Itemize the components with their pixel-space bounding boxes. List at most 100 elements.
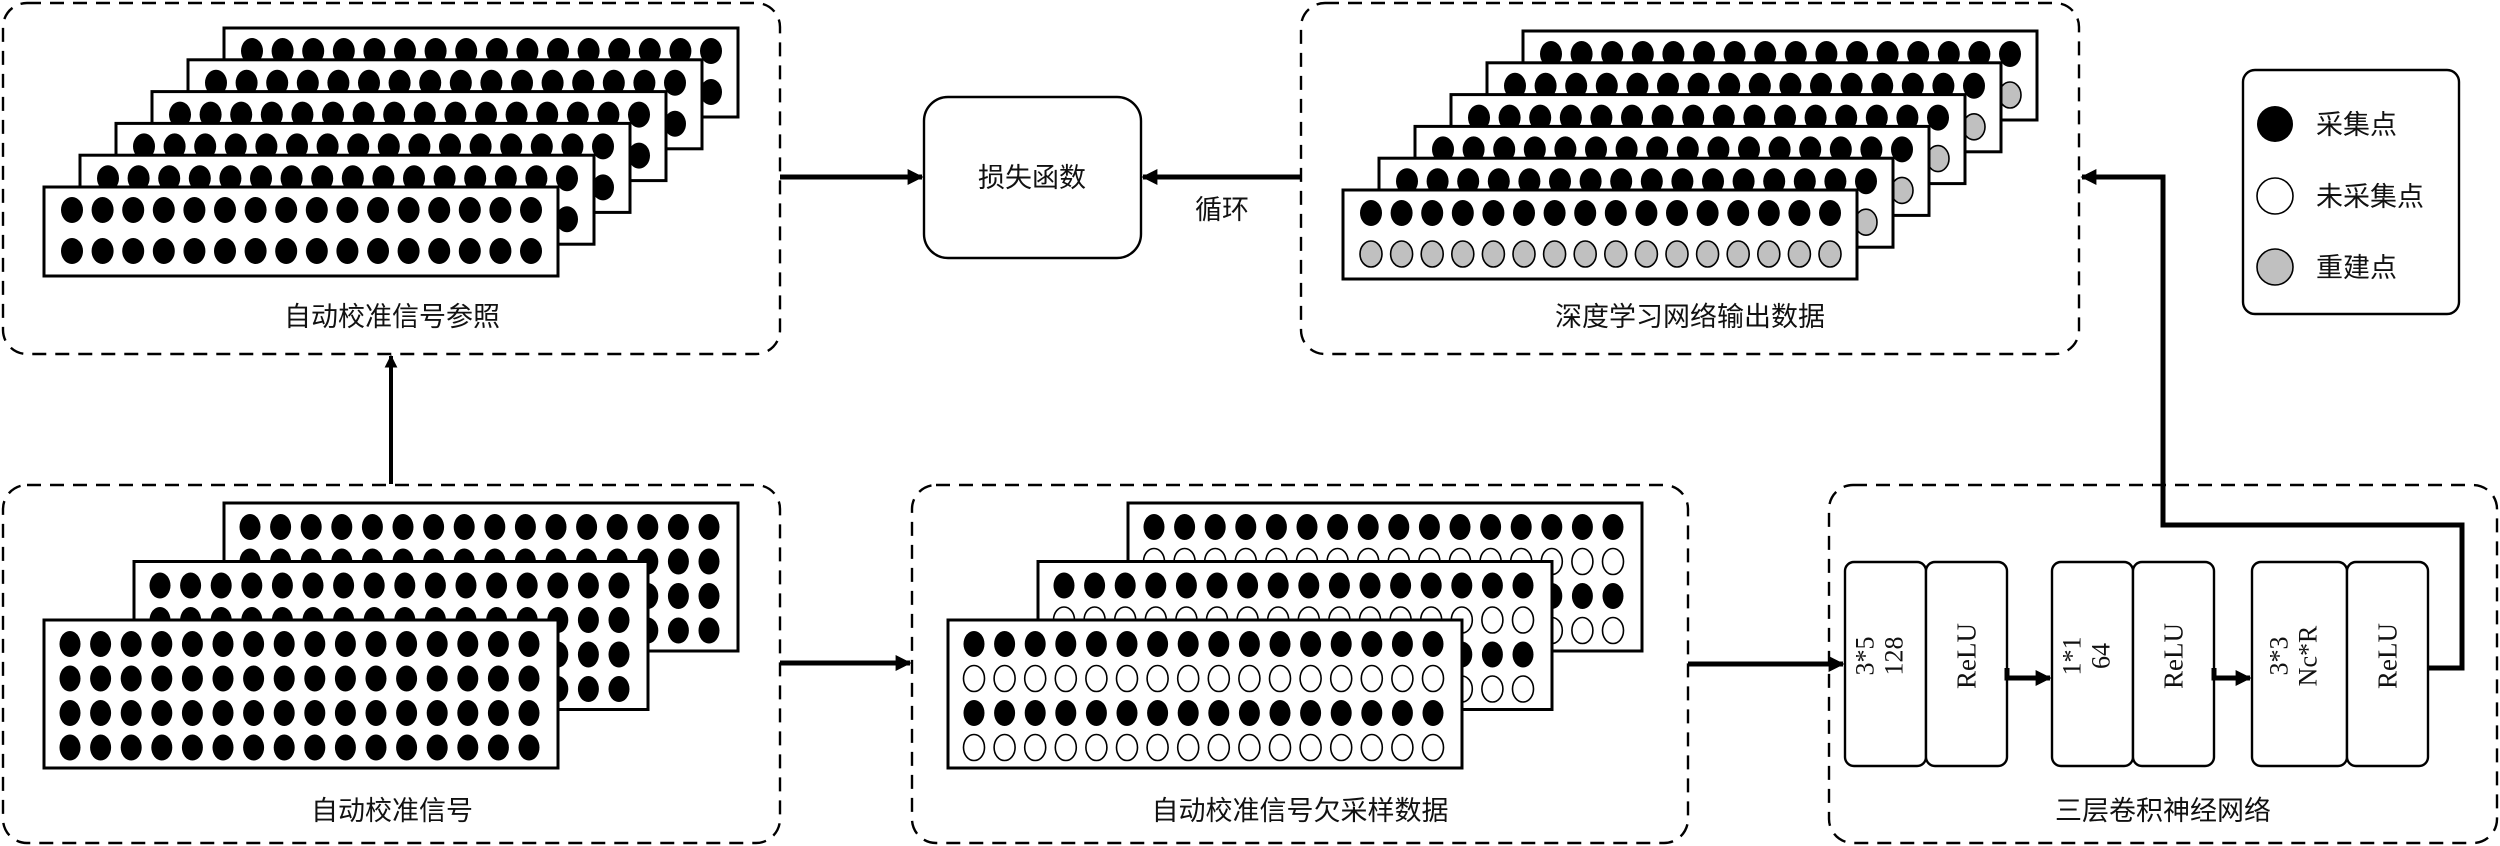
sample-point-collected bbox=[1296, 514, 1318, 540]
sample-point-collected bbox=[1084, 572, 1106, 599]
sample-point-uncollected bbox=[1115, 664, 1139, 693]
relu-block[interactable] bbox=[1924, 560, 2009, 768]
sample-point-collected bbox=[90, 665, 112, 692]
sample-point-collected bbox=[516, 572, 538, 599]
sample-point-uncollected bbox=[1571, 616, 1594, 645]
sample-point-collected bbox=[127, 165, 150, 192]
sample-point-collected bbox=[1590, 104, 1613, 131]
sample-point-reconstructed bbox=[1695, 240, 1720, 268]
sample-point-collected bbox=[1738, 136, 1760, 163]
sample-point-collected bbox=[300, 514, 322, 540]
sample-point-collected bbox=[1361, 700, 1383, 726]
sample-point-collected bbox=[577, 572, 599, 599]
sample-point-collected bbox=[408, 133, 431, 160]
sample-point-collected bbox=[1177, 700, 1199, 726]
sample-point-collected bbox=[214, 197, 236, 223]
sample-point-reconstructed bbox=[1389, 240, 1414, 268]
sample-point-collected bbox=[183, 197, 206, 223]
sample-point-collected bbox=[363, 38, 386, 64]
relu-block[interactable] bbox=[2131, 560, 2216, 768]
sample-point-collected bbox=[1815, 41, 1838, 67]
sample-point-collected bbox=[1748, 72, 1771, 99]
label-cnn: 三层卷积神经网络 bbox=[2055, 796, 2271, 827]
sample-point-uncollected bbox=[1601, 616, 1625, 645]
sample-point-collected bbox=[243, 700, 265, 726]
sample-point-collected bbox=[1269, 631, 1291, 657]
sample-point-collected bbox=[487, 665, 509, 692]
sample-point-collected bbox=[1206, 572, 1228, 599]
sample-point-collected bbox=[403, 165, 425, 192]
sample-point-collected bbox=[91, 197, 114, 223]
sample-point-collected bbox=[336, 197, 359, 223]
sample-point-collected bbox=[120, 665, 142, 692]
sample-point-collected bbox=[1116, 700, 1138, 726]
label-acs-undersampled: 自动校准信号欠采样数据 bbox=[1152, 796, 1449, 827]
sample-point-collected bbox=[1327, 514, 1349, 540]
sample-point-collected bbox=[396, 700, 418, 726]
sample-point-collected bbox=[1055, 631, 1077, 657]
sample-point-collected bbox=[1707, 136, 1730, 163]
sample-point-collected bbox=[322, 101, 344, 128]
sample-point-collected bbox=[458, 238, 481, 264]
sample-point-collected bbox=[394, 572, 416, 599]
sample-point-collected bbox=[556, 165, 578, 192]
sample-point-collected bbox=[572, 69, 595, 96]
sample-point-collected bbox=[280, 165, 303, 192]
sample-point-collected bbox=[120, 734, 142, 761]
sample-point-uncollected bbox=[1360, 733, 1384, 762]
sample-point-collected bbox=[1175, 572, 1197, 599]
sample-point-collected bbox=[388, 69, 411, 96]
sample-point-collected bbox=[1602, 514, 1624, 540]
sample-point-uncollected bbox=[1268, 733, 1292, 762]
sample-point-collected bbox=[453, 514, 475, 540]
sample-point-collected bbox=[592, 133, 614, 160]
sample-point-collected bbox=[1177, 631, 1199, 657]
sample-point-uncollected bbox=[1054, 733, 1078, 762]
sample-point-collected bbox=[700, 79, 722, 105]
sample-point-reconstructed bbox=[1359, 240, 1383, 268]
sample-point-collected bbox=[212, 700, 234, 726]
sample-point-collected bbox=[183, 238, 206, 264]
sample-point-collected bbox=[667, 617, 689, 644]
sample-point-collected bbox=[212, 665, 234, 692]
sample-point-collected bbox=[1565, 72, 1588, 99]
sample-point-collected bbox=[1559, 104, 1582, 131]
sample-point-uncollected bbox=[1511, 606, 1535, 634]
sample-point-uncollected bbox=[1421, 733, 1445, 762]
loss-function-box[interactable] bbox=[922, 95, 1143, 260]
sample-point-uncollected bbox=[1115, 733, 1139, 762]
sample-point-collected bbox=[530, 133, 553, 160]
sample-point-collected bbox=[1829, 136, 1852, 163]
sample-point-collected bbox=[311, 165, 334, 192]
sample-point-collected bbox=[158, 165, 181, 192]
sample-point-collected bbox=[1426, 168, 1449, 195]
sample-point-collected bbox=[61, 238, 83, 264]
sample-point-collected bbox=[205, 69, 227, 96]
sample-point-collected bbox=[305, 197, 328, 223]
sample-point-collected bbox=[1143, 514, 1165, 540]
sample-point-collected bbox=[334, 665, 356, 692]
relu-block[interactable] bbox=[2345, 560, 2430, 768]
sample-point-collected bbox=[358, 69, 380, 96]
sample-point-reconstructed bbox=[1818, 240, 1842, 268]
sample-point-collected bbox=[266, 69, 289, 96]
sample-point-reconstructed bbox=[1665, 240, 1689, 268]
sample-point-collected bbox=[545, 514, 567, 540]
loss-function-label: 损失函数 bbox=[978, 163, 1086, 194]
sample-point-collected bbox=[243, 734, 265, 761]
sample-point-collected bbox=[212, 734, 234, 761]
sample-point-collected bbox=[698, 548, 720, 575]
sample-point-collected bbox=[352, 101, 375, 128]
sample-point-collected bbox=[428, 197, 451, 223]
sample-point-collected bbox=[334, 734, 356, 761]
sample-point-collected bbox=[561, 133, 584, 160]
sample-point-collected bbox=[1682, 104, 1705, 131]
sample-point-collected bbox=[637, 514, 659, 540]
sample-point-collected bbox=[397, 197, 420, 223]
sample-point-collected bbox=[1693, 41, 1715, 67]
legend-label: 未采集点 bbox=[2316, 182, 2424, 213]
sample-point-collected bbox=[566, 101, 589, 128]
card-layer bbox=[42, 185, 560, 278]
sample-point-collected bbox=[1204, 514, 1226, 540]
sample-point-reconstructed bbox=[1573, 240, 1597, 268]
